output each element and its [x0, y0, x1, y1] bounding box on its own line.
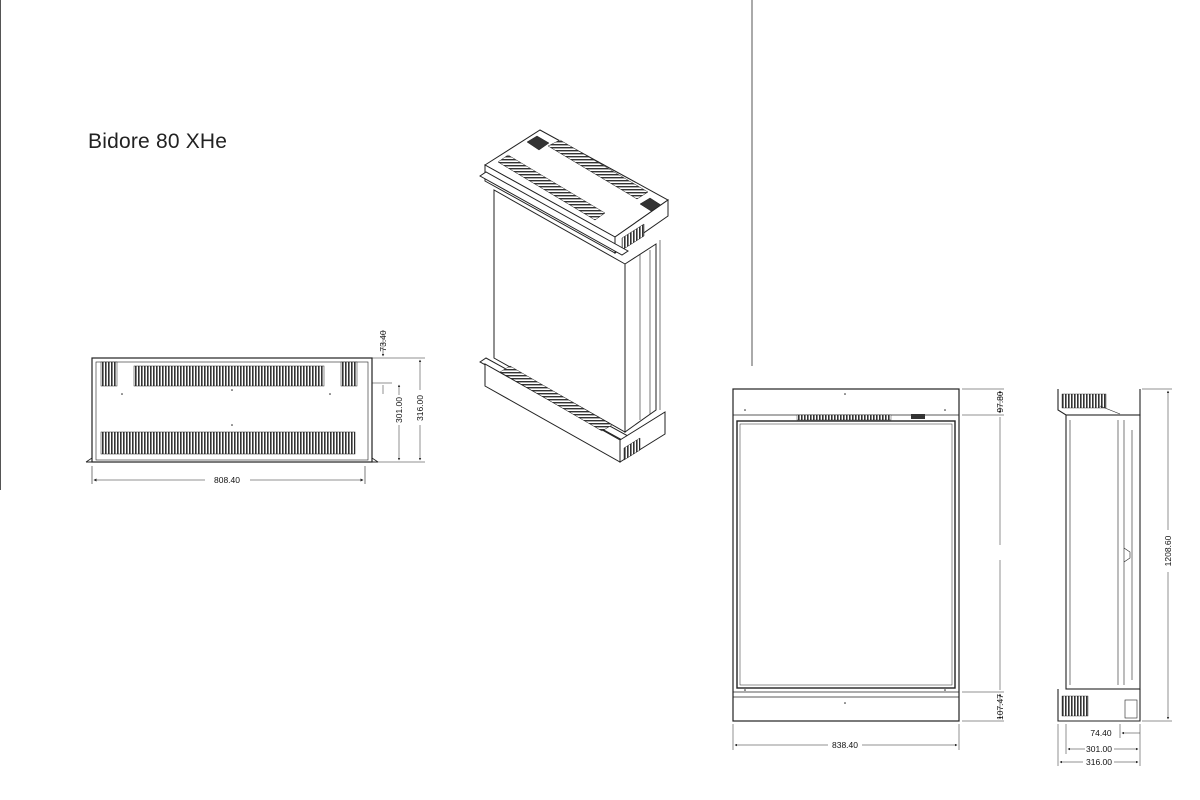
product-title: Bidore 80 XHe — [88, 130, 228, 153]
dim-side-c: 316.00 — [1086, 757, 1112, 767]
front-view: 838.40 97.80 107.47 — [732, 388, 1005, 750]
dim-front-width: 838.40 — [832, 740, 858, 750]
dim-top-depth-body: 301.00 — [394, 397, 404, 423]
dim-front-top: 97.80 — [995, 391, 1005, 413]
dim-side-a: 74.40 — [1090, 728, 1112, 738]
dim-top-offset: 73.40 — [378, 330, 388, 352]
dim-top-depth-total: 316.00 — [415, 395, 425, 421]
dim-side-b: 301.00 — [1086, 744, 1112, 754]
dim-front-bottom: 107.47 — [995, 694, 1005, 720]
dim-top-width: 808.40 — [214, 475, 240, 485]
isometric-view — [479, 129, 669, 463]
dim-side-height: 1208.60 — [1163, 535, 1173, 566]
side-view: 1208.60 74.40 301.00 316.00 — [1057, 388, 1173, 767]
top-view: 808.40 73.40 301.00 316.00 — [85, 330, 425, 485]
